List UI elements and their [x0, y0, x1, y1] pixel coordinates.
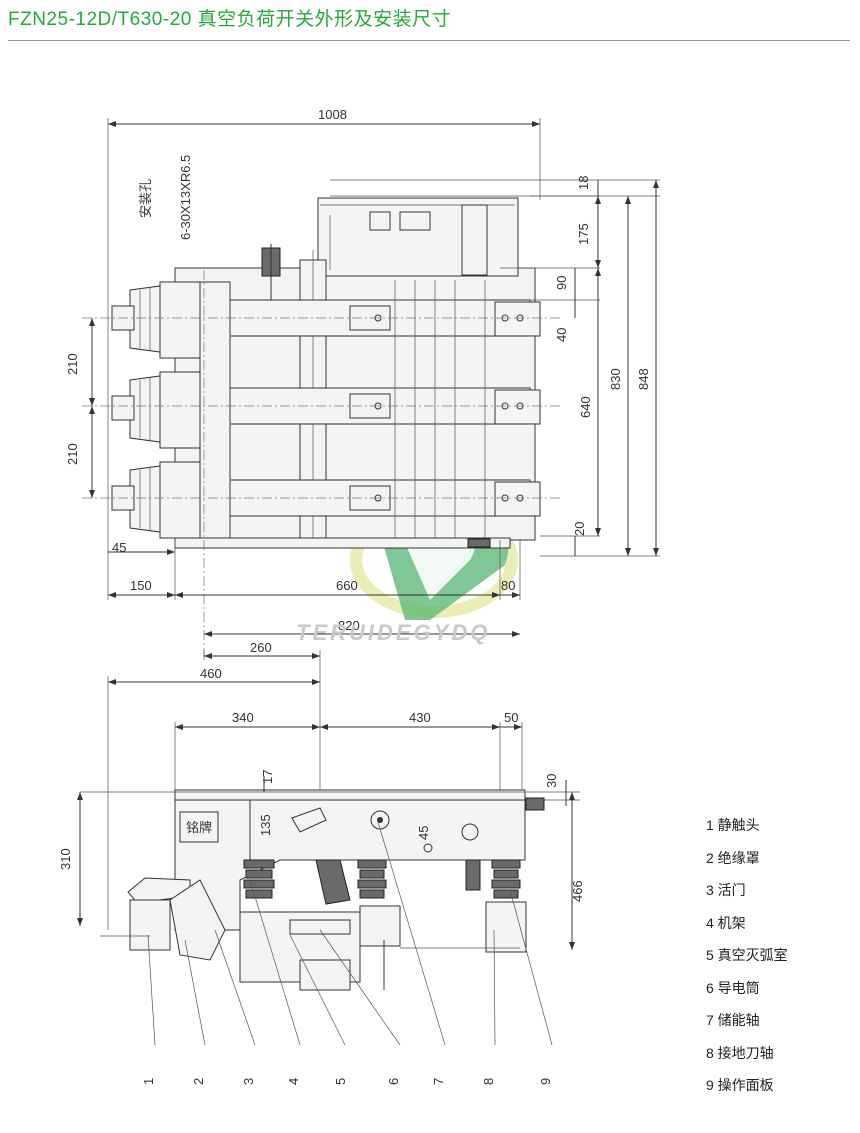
legend-item-9: 9 操作面板	[706, 1077, 774, 1093]
dim-40: 40	[554, 328, 569, 342]
nameplate-label: 铭牌	[186, 820, 212, 835]
dim-20: 20	[572, 522, 587, 536]
insulator-stack-left	[243, 859, 275, 899]
dim-848: 848	[636, 368, 651, 390]
callout-1: 1	[141, 1078, 156, 1085]
dim-90: 90	[554, 276, 569, 290]
dim-430: 430	[409, 710, 431, 725]
insulator-stack-right	[491, 859, 521, 899]
bushing-2	[111, 371, 201, 449]
parts-legend: 1 静触头 2 绝缘罩 3 活门 4 机架 5 真空灭弧室 6 导电筒 7 储能…	[706, 814, 788, 1107]
callout-3: 3	[241, 1078, 256, 1085]
dim-45-side: 45	[416, 826, 431, 840]
dim-18: 18	[576, 176, 591, 190]
dim-135: 135	[258, 814, 273, 836]
dim-830: 830	[608, 368, 623, 390]
legend-item-2: 2 绝缘罩	[706, 849, 760, 866]
mounting-hole-spec: 6-30X13XR6.5	[178, 155, 193, 240]
legend-item-4: 4 机架	[706, 914, 746, 931]
dim-210-upper: 210	[65, 353, 80, 375]
dim-45: 45	[112, 540, 126, 555]
dim-466: 466	[570, 880, 585, 902]
callout-8: 8	[481, 1078, 496, 1085]
side-view: 260 460 340 430 50 17 30 铭牌	[58, 640, 585, 1085]
callout-4: 4	[286, 1078, 301, 1085]
callout-7: 7	[431, 1078, 446, 1085]
dim-820: 820	[338, 618, 360, 633]
dim-260: 260	[250, 640, 272, 655]
dim-640: 640	[578, 396, 593, 418]
dim-17: 17	[260, 770, 275, 784]
dim-50: 50	[504, 710, 518, 725]
dim-175: 175	[576, 223, 591, 245]
callout-5: 5	[333, 1078, 348, 1085]
dim-310: 310	[58, 848, 73, 870]
dim-150: 150	[130, 578, 152, 593]
legend-item-8: 8 接地刀轴	[706, 1044, 774, 1061]
callout-9: 9	[538, 1078, 553, 1085]
watermark-text: TERUIDEGYDQ	[296, 620, 491, 645]
legend-item-6: 6 导电筒	[706, 979, 760, 996]
callout-2: 2	[191, 1078, 206, 1085]
legend-item-1: 1 静触头	[706, 817, 760, 833]
dim-340: 340	[232, 710, 254, 725]
legend-item-3: 3 活门	[706, 882, 746, 898]
page-title: FZN25-12D/T630-20 真空负荷开关外形及安装尺寸	[8, 9, 452, 30]
dim-660: 660	[336, 578, 358, 593]
insulator-stack-mid	[357, 859, 387, 899]
bushing-3	[111, 461, 201, 539]
dim-30: 30	[544, 774, 559, 788]
mounting-hole-label: 安装孔	[138, 179, 153, 218]
dim-80: 80	[501, 578, 515, 593]
top-view: 1008 安装孔 6-30X13XR6.5	[65, 107, 660, 660]
dim-1008: 1008	[318, 107, 347, 122]
dim-210-lower: 210	[65, 443, 80, 465]
legend-item-7: 7 储能轴	[706, 1012, 760, 1028]
dim-460: 460	[200, 666, 222, 681]
legend-item-5: 5 真空灭弧室	[706, 947, 788, 963]
bushing-1	[111, 281, 201, 359]
title-divider	[8, 40, 850, 41]
callout-6: 6	[386, 1078, 401, 1085]
